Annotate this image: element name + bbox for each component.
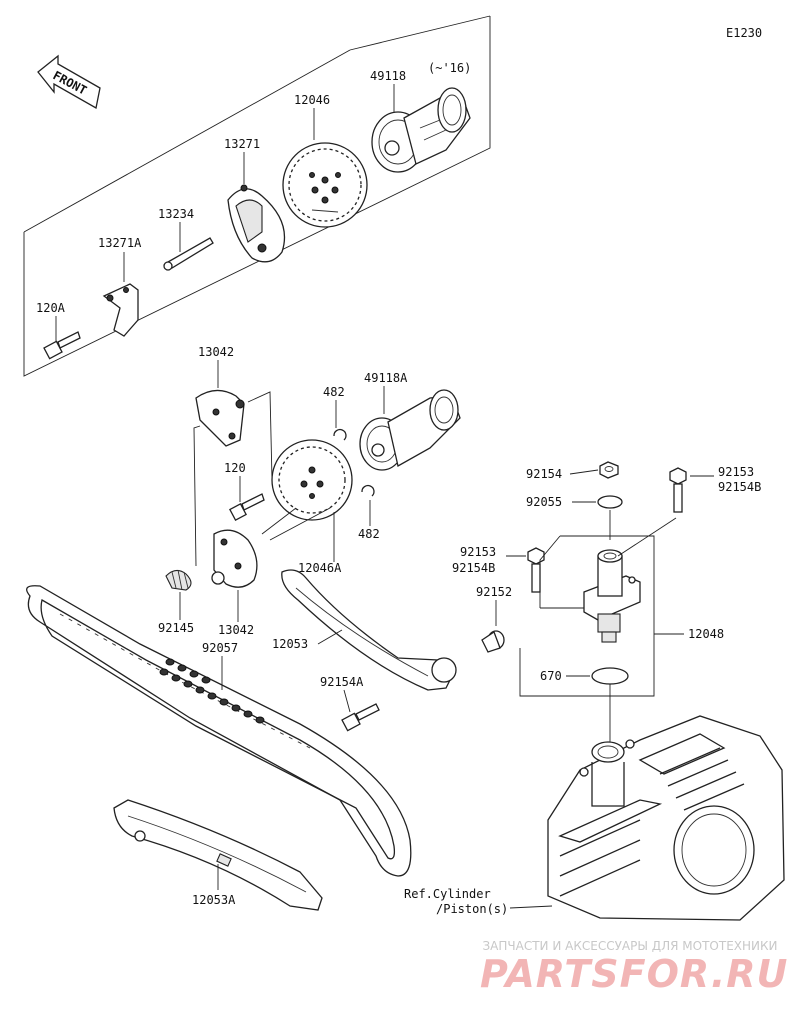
o-ring-670 <box>591 667 629 685</box>
timing-chain <box>26 585 412 877</box>
front-arrow-icon: FRONT <box>37 54 101 110</box>
label-120a: 120A <box>36 301 66 315</box>
label-13271a: 13271A <box>98 236 142 250</box>
label-92154b-right: 92154B <box>718 480 761 494</box>
label-12046: 12046 <box>294 93 330 107</box>
ref-label-line2: /Piston(s) <box>436 902 508 916</box>
chain-guide-12053a <box>113 799 323 911</box>
bolt-120a <box>43 331 81 360</box>
label-92154: 92154 <box>526 467 562 481</box>
tensioner-nut-92154 <box>599 461 619 479</box>
decompressor-arm-bottom <box>211 529 258 588</box>
label-92152: 92152 <box>476 585 512 599</box>
label-13042-top: 13042 <box>198 345 234 359</box>
label-120: 120 <box>224 461 246 475</box>
decompressor-plate <box>102 283 139 337</box>
decompressor-shaft <box>163 237 214 271</box>
diagram-code: E1230 <box>726 26 762 40</box>
label-482-bottom: 482 <box>358 527 380 541</box>
label-92057: 92057 <box>202 641 238 655</box>
label-12053a: 12053A <box>192 893 236 907</box>
label-49118a: 49118A <box>364 371 408 385</box>
label-670: 670 <box>540 669 562 683</box>
label-92154b-left: 92154B <box>452 561 495 575</box>
circlip-bottom <box>361 484 375 497</box>
bolt-right <box>669 467 687 513</box>
cylinder-block <box>547 715 785 921</box>
watermark-logo: PARTSFOR.RU <box>480 952 789 996</box>
decompressor-arm-top <box>195 389 245 447</box>
tensioner-bracket <box>519 535 684 697</box>
label-13042-bottom: 13042 <box>218 623 254 637</box>
cam-sprocket-top <box>282 142 368 228</box>
collar-92152 <box>481 630 505 653</box>
cam-sprocket-bottom <box>271 439 353 521</box>
gasket-92055 <box>597 495 623 509</box>
year-note: (~'16) <box>428 61 471 75</box>
bolt-left <box>527 547 545 593</box>
label-92055: 92055 <box>526 495 562 509</box>
label-92153-right: 92153 <box>718 465 754 479</box>
label-12053: 12053 <box>272 637 308 651</box>
camshaft-top <box>371 87 471 173</box>
watermark-tagline: ЗАПЧАСТИ И АКСЕССУАРЫ ДЛЯ МОТОТЕХНИКИ <box>482 939 778 953</box>
label-92154a: 92154A <box>320 675 364 689</box>
chain-guide-12053 <box>281 569 457 691</box>
chain-links <box>159 658 265 724</box>
bolt-92154a <box>341 703 380 732</box>
ref-label-line1: Ref.Cylinder <box>404 887 491 901</box>
bolt-120 <box>229 493 265 521</box>
decompressor-weight <box>227 184 286 263</box>
label-92145: 92145 <box>158 621 194 635</box>
label-482-top: 482 <box>323 385 345 399</box>
label-92153-left: 92153 <box>460 545 496 559</box>
circlip-top <box>333 428 347 441</box>
label-13271: 13271 <box>224 137 260 151</box>
label-12046a: 12046A <box>298 561 342 575</box>
label-13234: 13234 <box>158 207 194 221</box>
label-12048: 12048 <box>688 627 724 641</box>
early-model-panel <box>23 15 491 377</box>
spring-92145 <box>165 569 192 591</box>
camshaft-bottom <box>359 389 461 471</box>
label-49118: 49118 <box>370 69 406 83</box>
cam-chain-tensioner <box>583 549 641 643</box>
